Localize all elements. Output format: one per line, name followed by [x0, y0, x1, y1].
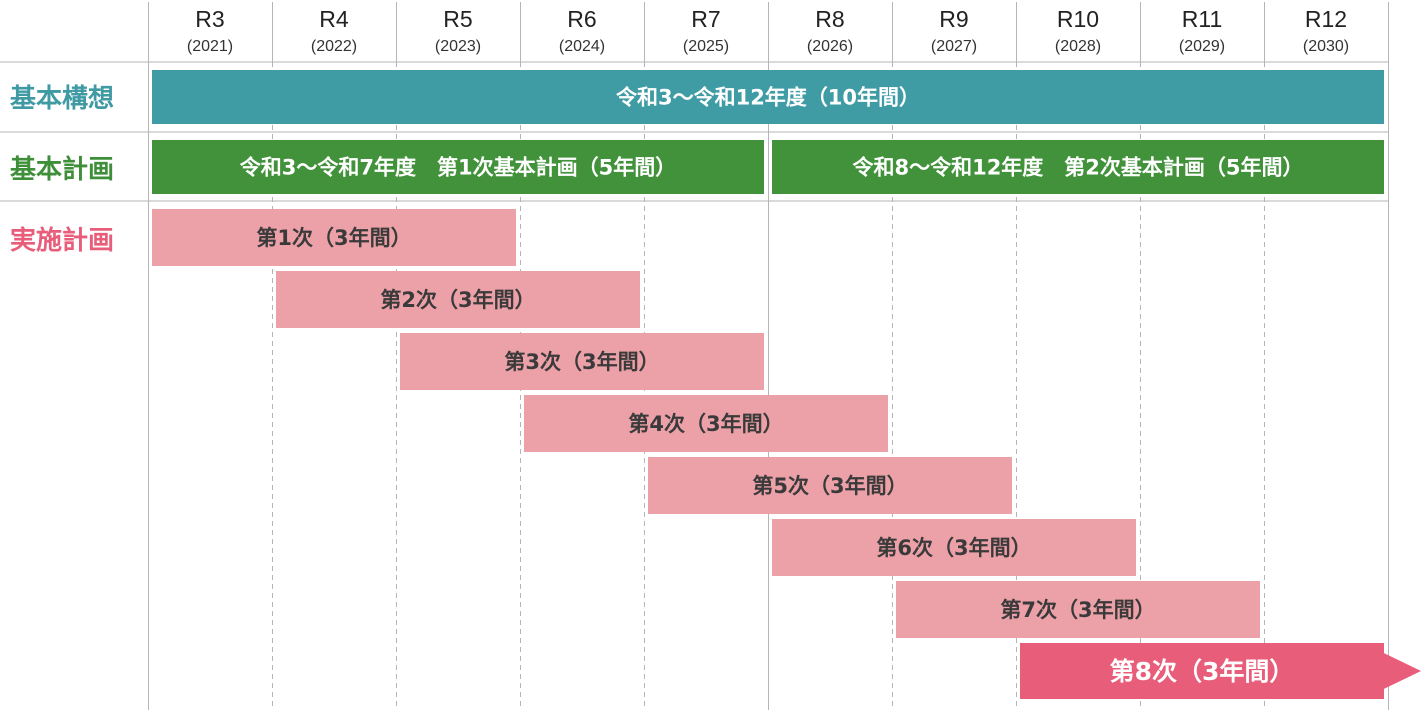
vision-bar-label: 令和3〜令和12年度（10年間） [616, 86, 920, 110]
implementation-bar: 第1次（3年間） [152, 209, 516, 266]
implementation-bar-shape [524, 395, 888, 452]
implementation-bar-shape [400, 333, 764, 390]
implementation-bar-label: 第8次（3年間） [1110, 657, 1295, 686]
vision-bar-shape [152, 70, 1384, 124]
year-era-label: R5 [443, 6, 472, 32]
year-ad-label: (2025) [683, 38, 729, 55]
implementation-bar-label: 第3次（3年間） [504, 350, 659, 374]
year-ad-label: (2023) [435, 38, 481, 55]
implementation-bar-shape [276, 271, 640, 328]
year-ad-label: (2024) [559, 38, 605, 55]
year-ad-label: (2029) [1179, 38, 1225, 55]
year-era-label: R9 [939, 6, 968, 32]
row-label: 実施計画 [10, 225, 114, 256]
year-era-label: R6 [567, 6, 596, 32]
year-ad-label: (2022) [311, 38, 357, 55]
timeline-bars: 令和3〜令和12年度（10年間） 令和3〜令和7年度 第1次基本計画（5年間） 令和… [152, 70, 1421, 699]
basic-plan-bar-shape [152, 140, 764, 194]
row-label: 基本計画 [10, 154, 114, 185]
year-era-label: R7 [691, 6, 720, 32]
year-header: R3 (2021) R4 (2022) R5 (2023) R6 (2024) R7 (2025)… [187, 6, 1349, 55]
implementation-bar: 第6次（3年間） [772, 519, 1136, 576]
implementation-bar-label: 第2次（3年間） [380, 288, 535, 312]
basic-plan-bar-shape [772, 140, 1384, 194]
implementation-bar-label: 第1次（3年間） [256, 226, 411, 250]
year-era-label: R11 [1182, 6, 1223, 32]
vision-bar: 令和3〜令和12年度（10年間） [152, 70, 1384, 124]
row-label: 基本構想 [10, 84, 114, 114]
implementation-bar-label: 第6次（3年間） [876, 536, 1031, 560]
implementation-bar: 第7次（3年間） [896, 581, 1260, 638]
implementation-bar-label: 第5次（3年間） [752, 474, 907, 498]
year-ad-label: (2028) [1055, 38, 1101, 55]
implementation-bar: 第2次（3年間） [276, 271, 640, 328]
year-ad-label: (2027) [931, 38, 977, 55]
implementation-bar-label: 第7次（3年間） [1000, 598, 1155, 622]
year-ad-label: (2026) [807, 38, 853, 55]
year-era-label: R3 [195, 6, 224, 32]
implementation-bar: 第8次（3年間） [1020, 643, 1421, 699]
implementation-bar: 第4次（3年間） [524, 395, 888, 452]
year-ad-label: (2030) [1303, 38, 1349, 55]
implementation-bar-shape [152, 209, 516, 266]
year-era-label: R10 [1057, 6, 1099, 32]
basic-plan-bar: 令和8〜令和12年度 第2次基本計画（5年間） [772, 140, 1384, 194]
implementation-bar-label: 第4次（3年間） [628, 412, 783, 436]
basic-plan-bar-label: 令和8〜令和12年度 第2次基本計画（5年間） [852, 156, 1303, 180]
implementation-bar-shape [1020, 643, 1421, 699]
implementation-bar-shape [772, 519, 1136, 576]
year-era-label: R12 [1305, 6, 1347, 32]
basic-plan-bar: 令和3〜令和7年度 第1次基本計画（5年間） [152, 140, 764, 194]
implementation-bar-shape [648, 457, 1012, 514]
basic-plan-bar-label: 令和3〜令和7年度 第1次基本計画（5年間） [240, 156, 676, 180]
year-era-label: R8 [815, 6, 844, 32]
year-era-label: R4 [319, 6, 349, 32]
implementation-bar: 第5次（3年間） [648, 457, 1012, 514]
implementation-bar-shape [896, 581, 1260, 638]
implementation-bar: 第3次（3年間） [400, 333, 764, 390]
year-ad-label: (2021) [187, 38, 233, 55]
